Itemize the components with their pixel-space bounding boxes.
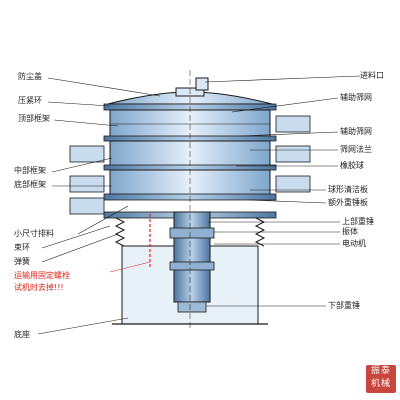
label-middle-frame: 中部框架 — [14, 166, 46, 175]
label-motor: 电动机 — [342, 239, 366, 248]
outlet-spouts — [69, 115, 311, 215]
motor — [169, 211, 215, 313]
label-screen-flange: 筛网法兰 — [340, 145, 372, 154]
label-transport-note-1: 运输用固定螺栓 — [14, 271, 70, 280]
label-top-frame: 顶部框架 — [18, 114, 50, 123]
label-feed-inlet: 进料口 — [360, 71, 384, 80]
label-transport-note-2: 试机时去掉!!! — [14, 283, 64, 292]
leader-lines-left — [37, 77, 161, 335]
label-base: 底座 — [14, 330, 30, 339]
label-aux-screen-2: 辅助筛网 — [340, 127, 372, 136]
label-lower-weight: 下部重锤 — [328, 301, 360, 310]
label-band-ring: 束环 — [14, 243, 30, 252]
leader-lines-right — [204, 75, 361, 307]
label-spring: 弹簧 — [14, 257, 30, 266]
watermark-stamp: 振泰 机械 — [366, 365, 396, 393]
label-dust-cover: 防尘盖 — [18, 72, 42, 81]
label-small-discharge: 小尺寸排料 — [14, 229, 54, 238]
label-bottom-frame: 底部框架 — [14, 180, 46, 189]
label-vibrator: 振体 — [342, 227, 358, 236]
label-extra-weight-plate: 额外重锤板 — [328, 198, 368, 207]
label-rubber-ball: 橡胶球 — [340, 161, 364, 170]
label-aux-screen-1: 辅助筛网 — [340, 93, 372, 102]
label-clamp-ring: 压紧环 — [18, 96, 42, 105]
label-ball-cleaning-plate: 球形清洁板 — [328, 185, 368, 194]
label-upper-weight: 上部重锤 — [342, 217, 374, 226]
